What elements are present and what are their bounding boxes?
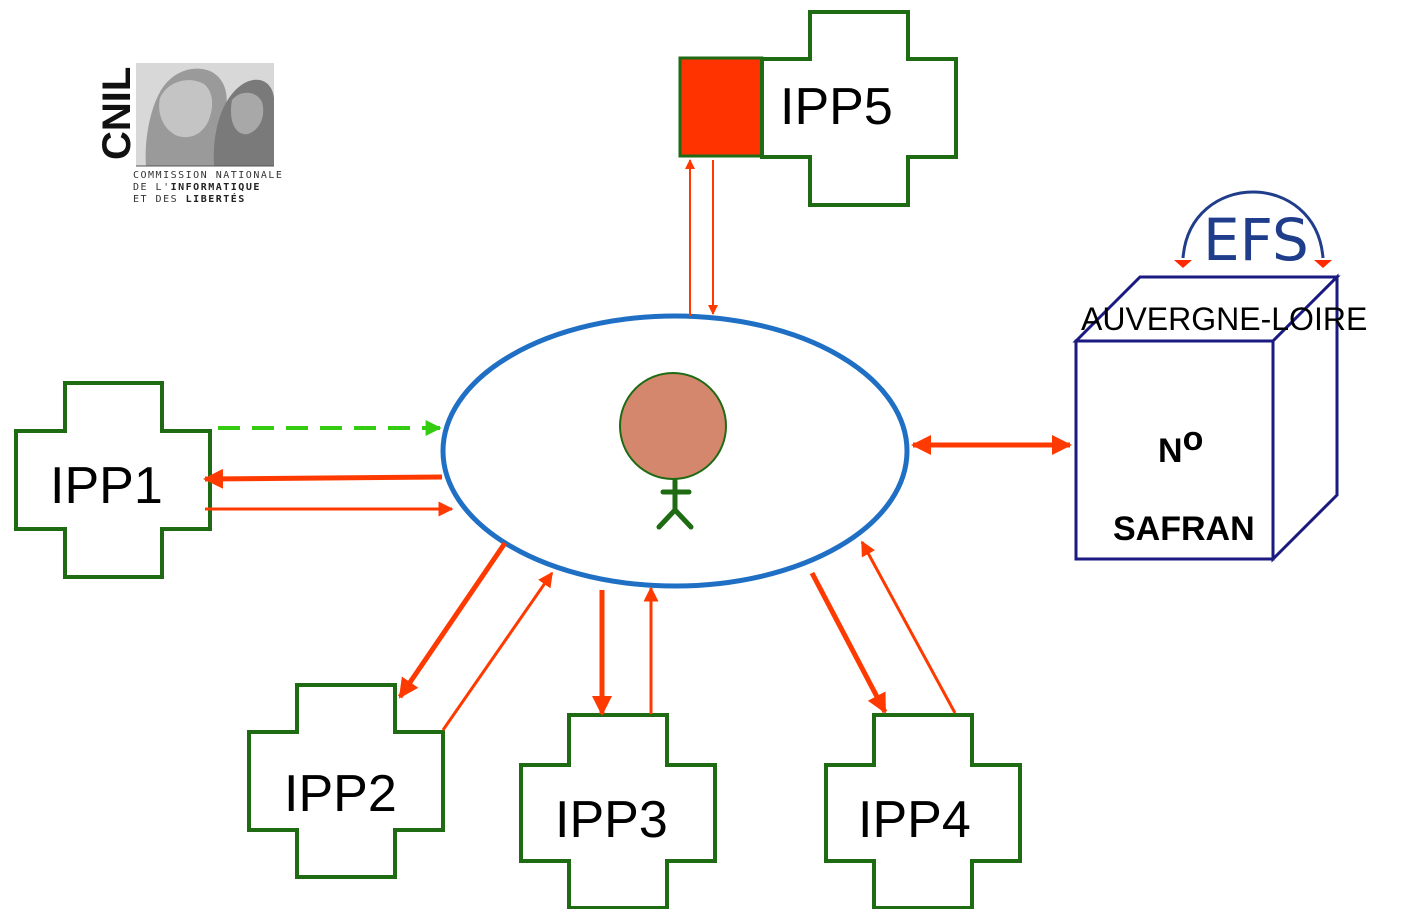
arrow-patient-to-ipp1 <box>203 468 443 489</box>
patient-head <box>619 372 727 480</box>
efs-number-label: No <box>1158 420 1203 470</box>
node-ipp5: IPP5 <box>678 10 958 207</box>
cnil-subtitle-line3: ET DES LIBERTÉS <box>133 192 246 205</box>
node-ipp3: IPP3 <box>519 713 717 909</box>
efs-cube: AUVERGNE-LOIRE No SAFRAN <box>1072 273 1367 563</box>
ipp3-label: IPP3 <box>555 791 668 849</box>
cnil-subtitle-line2-prefix: DE L' <box>133 182 171 193</box>
cnil-subtitle-line3-bold: LIBERTÉS <box>186 192 246 205</box>
efs-region-label: AUVERGNE-LOIRE <box>1081 301 1367 337</box>
ipp1-cross-shape <box>14 381 212 579</box>
ipp1-label: IPP1 <box>50 457 163 515</box>
efs-logo-right-arrowhead <box>1314 260 1332 268</box>
ipp5-red-square <box>678 56 764 158</box>
patient-ellipse-group <box>440 313 910 589</box>
efs-cube-front-face <box>1074 339 1275 561</box>
cnil-subtitle-line2-bold: INFORMATIQUE <box>171 182 261 193</box>
arrow-patient-to-ipp2 <box>397 541 508 699</box>
efs-logo-arc <box>1181 190 1325 259</box>
efs-logo: EFS <box>1174 190 1332 274</box>
efs-number-prefix: N <box>1158 432 1183 470</box>
ipp5-cross-shape <box>760 10 958 207</box>
cnil-subtitle-line3-prefix: ET DES <box>133 194 186 205</box>
arrow-ipp2-to-patient <box>441 571 554 731</box>
ipp4-label: IPP4 <box>858 791 971 849</box>
cnil-acronym: CNIL <box>95 67 139 160</box>
cnil-portrait-image <box>136 63 274 167</box>
node-ipp4: IPP4 <box>824 713 1022 909</box>
node-ipp1: IPP1 <box>14 381 212 579</box>
node-ipp2: IPP2 <box>247 683 445 879</box>
arrows <box>203 159 1072 731</box>
ipp3-cross-shape <box>519 713 717 909</box>
ipp2-cross-shape <box>247 683 445 879</box>
efs-logo-left-arrowhead <box>1174 260 1192 268</box>
ipp2-label: IPP2 <box>284 765 397 823</box>
cnil-subtitle-line1: COMMISSION NATIONALE <box>133 170 283 181</box>
ipp5-label: IPP5 <box>780 78 893 136</box>
cnil-subtitle-line2: DE L'INFORMATIQUE <box>133 182 261 193</box>
ipp4-cross-shape <box>824 713 1022 909</box>
efs-logo-text: EFS <box>1203 206 1309 274</box>
efs-safran-label: SAFRAN <box>1113 510 1255 548</box>
arrow-patient-to-ipp4 <box>809 571 888 714</box>
cnil-logo: CNIL COMMISSION NATIONALE DE L'INFORMATI… <box>95 63 283 205</box>
arrow-ipp4-to-patient <box>860 540 957 714</box>
patient-body-icon <box>656 478 694 530</box>
efs-number-superscript: o <box>1183 420 1204 458</box>
